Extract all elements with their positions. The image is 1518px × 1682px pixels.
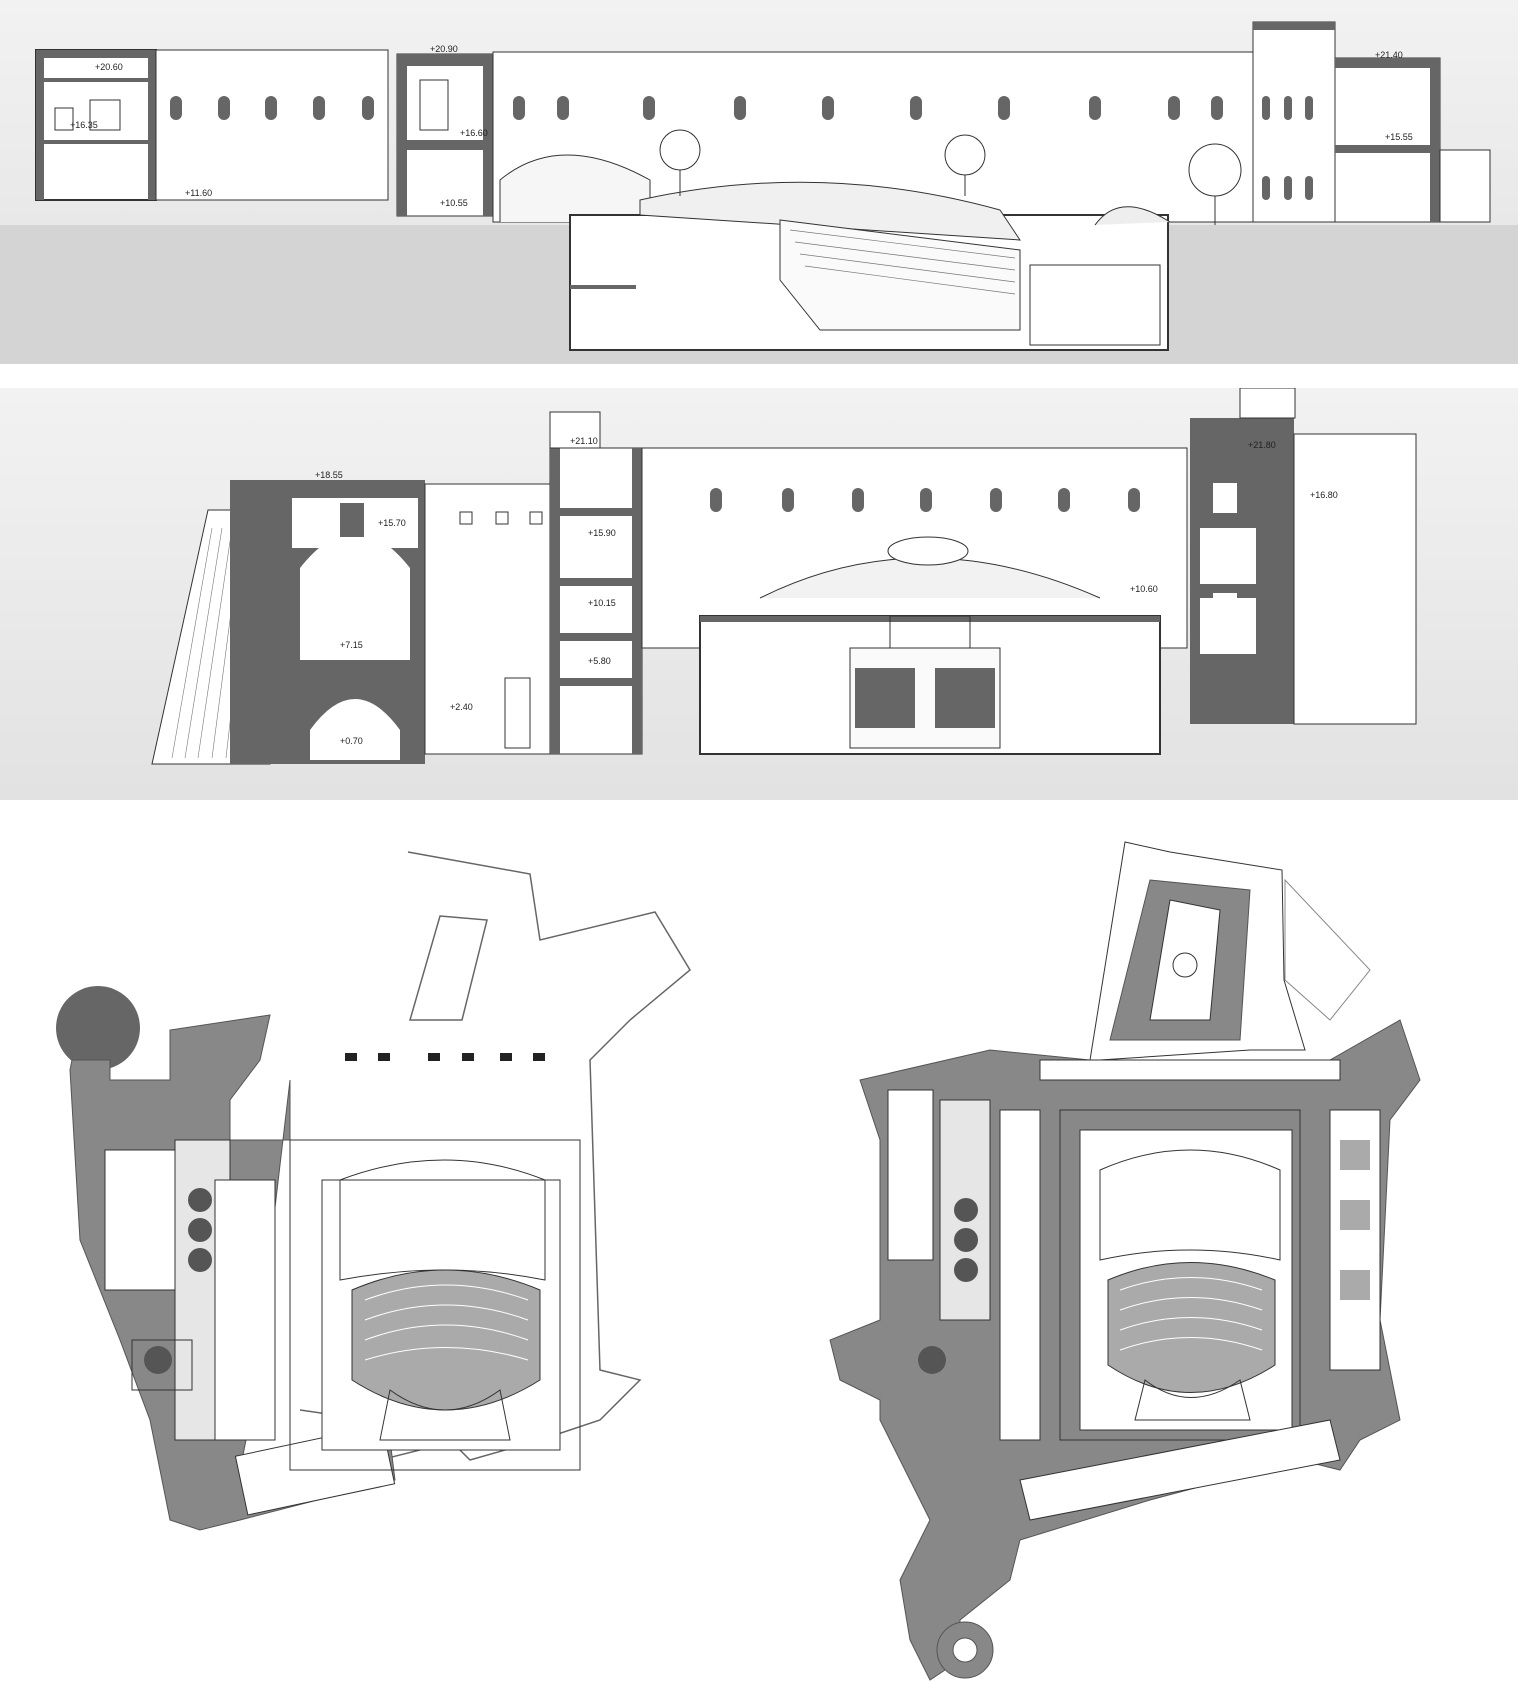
right-tower-lower (1190, 388, 1417, 725)
level-markers-lower: +18.55 +15.70 +21.10 +15.90 +10.15 +7.15… (315, 436, 1338, 746)
arched-tower (230, 480, 425, 764)
theatre-enclosure (1059, 1109, 1301, 1441)
level-label: +5.80 (588, 656, 611, 666)
upper-section: +20.60 +20.90 +16.60 +11.60 +10.55 +16.3… (0, 0, 1518, 364)
level-label: +18.55 (315, 470, 343, 480)
floor-plans-drawing (0, 820, 1518, 1682)
left-floor-plan (56, 851, 691, 1531)
hall-block (104, 1149, 176, 1291)
lower-section: +18.55 +15.70 +21.10 +15.90 +10.15 +7.15… (0, 388, 1518, 800)
floor-plans (0, 820, 1518, 1682)
right-tower (1252, 21, 1491, 223)
level-label: +10.15 (588, 598, 616, 608)
theatre-enclosure (289, 1139, 581, 1471)
level-label: +16.35 (70, 120, 98, 130)
level-label: +15.90 (588, 528, 616, 538)
wall-left-run (155, 49, 389, 201)
middle-tower (396, 53, 494, 217)
seating-block (351, 1269, 541, 1411)
stair-tower (549, 411, 643, 755)
level-label: +16.60 (460, 128, 488, 138)
courtyard-wall (424, 483, 553, 755)
level-label: +21.80 (1248, 440, 1276, 450)
site-boundary (299, 851, 691, 1461)
right-floor-plan (829, 841, 1421, 1681)
lower-section-drawing: +18.55 +15.70 +21.10 +15.90 +10.15 +7.15… (0, 388, 1518, 800)
level-label: +20.60 (95, 62, 123, 72)
level-label: +2.40 (450, 702, 473, 712)
level-label: +15.55 (1385, 132, 1413, 142)
level-label: +10.60 (1130, 584, 1158, 594)
level-label: +7.15 (340, 640, 363, 650)
level-label: +0.70 (340, 736, 363, 746)
level-label: +15.70 (378, 518, 406, 528)
hall-section (641, 447, 1188, 755)
left-block (35, 49, 157, 201)
level-label: +20.90 (430, 44, 458, 54)
level-label: +21.40 (1375, 50, 1403, 60)
seating-block (1107, 1262, 1276, 1393)
level-label: +16.80 (1310, 490, 1338, 500)
tree-icons (659, 129, 1242, 225)
level-label: +10.55 (440, 198, 468, 208)
site-inner-outline (409, 915, 488, 1021)
level-label: +11.60 (185, 188, 212, 198)
upper-section-drawing: +20.60 +20.90 +16.60 +11.60 +10.55 +16.3… (0, 0, 1518, 364)
level-label: +21.10 (570, 436, 598, 446)
level-markers-upper: +20.60 +20.90 +16.60 +11.60 +10.55 +16.3… (70, 44, 1413, 208)
auditorium-section (569, 181, 1171, 351)
round-tower (56, 986, 140, 1070)
